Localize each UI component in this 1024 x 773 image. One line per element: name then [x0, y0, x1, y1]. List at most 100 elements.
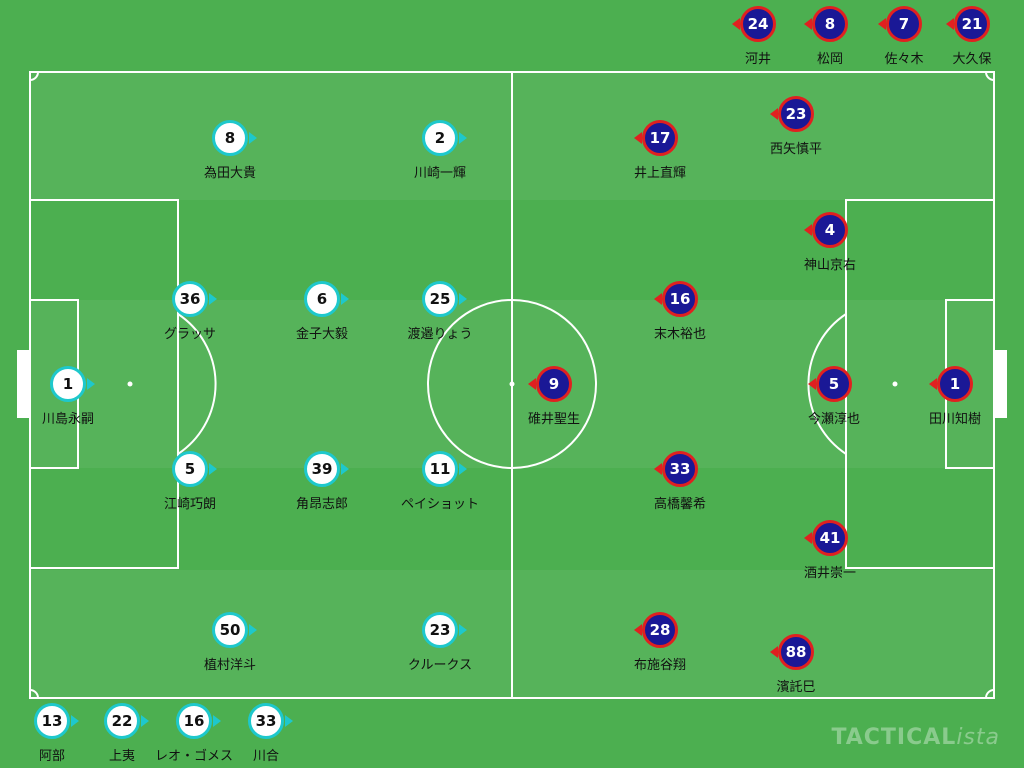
player-name: 碓井聖生 [527, 412, 580, 427]
player-token: 2 [422, 120, 467, 156]
player-token: 5 [172, 451, 217, 487]
player-token: 1 [929, 366, 973, 402]
direction-arrow-icon [732, 18, 740, 30]
direction-arrow-icon [213, 715, 221, 727]
away-player: 5 今瀬淳也 [764, 366, 904, 436]
direction-arrow-icon [459, 624, 467, 636]
direction-arrow-icon [141, 715, 149, 727]
player-token: 13 [34, 703, 79, 739]
player-name: 濱託巳 [776, 680, 816, 695]
player-token: 25 [422, 281, 467, 317]
player-number: 21 [954, 6, 990, 42]
direction-arrow-icon [209, 293, 217, 305]
player-name: クルークス [407, 658, 473, 673]
player-name: 川崎一輝 [413, 166, 466, 181]
player-token: 16 [176, 703, 221, 739]
player-number: 36 [172, 281, 208, 317]
player-token: 39 [304, 451, 349, 487]
player-token: 6 [304, 281, 349, 317]
direction-arrow-icon [71, 715, 79, 727]
player-token: 33 [248, 703, 293, 739]
player-token: 33 [654, 451, 698, 487]
player-number: 50 [212, 612, 248, 648]
player-name: グラッサ [163, 327, 216, 342]
player-number: 41 [812, 520, 848, 556]
player-number: 39 [304, 451, 340, 487]
home-player: 11 ペイショット [370, 451, 510, 521]
home-player: 2 川崎一輝 [370, 120, 510, 190]
watermark-italic: ista [956, 725, 1000, 750]
player-name: 阿部 [38, 749, 65, 764]
player-number: 9 [536, 366, 572, 402]
player-number: 8 [812, 6, 848, 42]
player-token: 9 [528, 366, 572, 402]
player-name: ペイショット [400, 497, 479, 512]
player-name: 末木裕也 [653, 327, 706, 342]
player-name: 田川知樹 [928, 412, 981, 427]
home-player: 36 グラッサ [120, 281, 260, 351]
player-number: 24 [740, 6, 776, 42]
player-token: 11 [422, 451, 467, 487]
player-number: 23 [422, 612, 458, 648]
player-token: 5 [808, 366, 852, 402]
player-token: 88 [770, 634, 814, 670]
away-player: 16 末木裕也 [610, 281, 750, 351]
away-player: 1 田川知樹 [885, 366, 1024, 436]
player-number: 23 [778, 96, 814, 132]
player-token: 50 [212, 612, 257, 648]
direction-arrow-icon [87, 378, 95, 390]
direction-arrow-icon [634, 132, 642, 144]
direction-arrow-icon [770, 646, 778, 658]
player-number: 5 [172, 451, 208, 487]
player-name: 金子大毅 [295, 327, 348, 342]
direction-arrow-icon [878, 18, 886, 30]
player-token: 1 [50, 366, 95, 402]
home-player: 1 川島永嗣 [0, 366, 138, 436]
away-player: 24 河井 [688, 6, 828, 76]
direction-arrow-icon [804, 532, 812, 544]
direction-arrow-icon [654, 293, 662, 305]
player-number: 11 [422, 451, 458, 487]
away-player: 9 碓井聖生 [484, 366, 624, 436]
player-token: 28 [634, 612, 678, 648]
home-player: 39 角昂志郎 [252, 451, 392, 521]
player-name: 井上直輝 [633, 166, 686, 181]
player-token: 16 [654, 281, 698, 317]
goal-right [994, 350, 1007, 418]
direction-arrow-icon [459, 293, 467, 305]
goal-left [17, 350, 30, 418]
direction-arrow-icon [209, 463, 217, 475]
player-number: 16 [176, 703, 212, 739]
player-number: 7 [886, 6, 922, 42]
direction-arrow-icon [804, 224, 812, 236]
player-number: 16 [662, 281, 698, 317]
home-player: 13 阿部 [0, 703, 122, 773]
player-name: 川島永嗣 [41, 412, 94, 427]
player-name: 今瀬淳也 [807, 412, 860, 427]
player-token: 22 [104, 703, 149, 739]
player-number: 33 [662, 451, 698, 487]
player-name: 高橋馨希 [653, 497, 706, 512]
player-number: 13 [34, 703, 70, 739]
player-number: 1 [937, 366, 973, 402]
watermark: TACTICALista [831, 725, 1000, 750]
player-number: 8 [212, 120, 248, 156]
player-name: 角昂志郎 [295, 497, 348, 512]
player-number: 88 [778, 634, 814, 670]
player-number: 5 [816, 366, 852, 402]
direction-arrow-icon [634, 624, 642, 636]
player-name: 河井 [744, 52, 771, 67]
player-number: 4 [812, 212, 848, 248]
direction-arrow-icon [285, 715, 293, 727]
direction-arrow-icon [249, 624, 257, 636]
